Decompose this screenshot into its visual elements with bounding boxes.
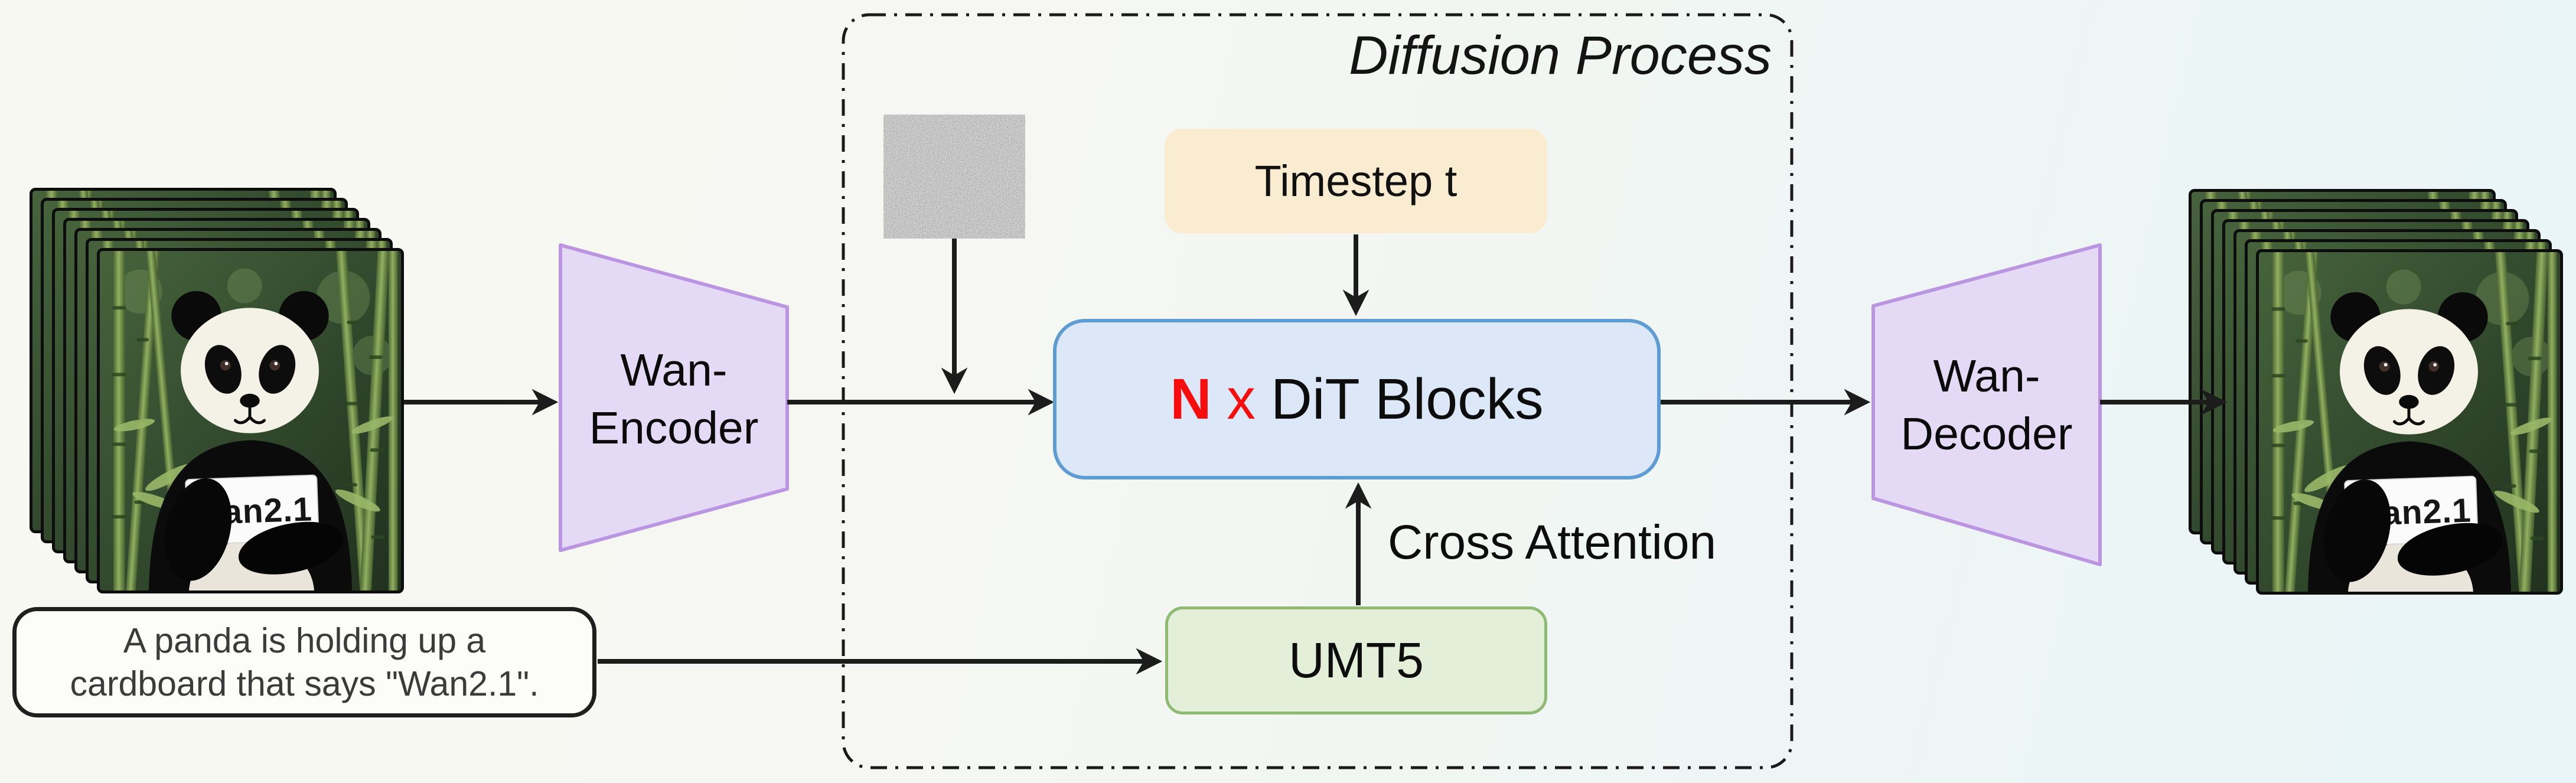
noise-patch [883,115,1025,239]
wan-decoder-shape [1871,243,2102,566]
dit-blocks-box: N x DiT Blocks [1053,319,1661,479]
wan-encoder-line1: Wan- [620,345,728,396]
wan-encoder-line2: Encoder [589,403,759,454]
prompt-line-2: cardboard that says "Wan2.1". [70,664,539,703]
wan-decoder-line2: Decoder [1900,409,2073,459]
wan-decoder-line1: Wan- [1933,351,2040,402]
prompt-text-box: A panda is holding up a cardboard that s… [12,607,596,717]
prompt-line-1: A panda is holding up a [123,621,486,660]
umt5-box: UMT5 [1165,606,1547,715]
dit-blocks-label: DiT Blocks [1270,367,1544,431]
dit-times-symbol: x [1227,367,1256,431]
wan-decoder-label: Wan- Decoder [1873,334,2100,476]
cross-attention-label: Cross Attention [1388,516,1717,569]
timestep-box: Timestep t [1165,129,1547,233]
timestep-label: Timestep t [1254,156,1457,205]
wan-encoder-label: Wan- Encoder [560,328,787,470]
diffusion-process-title: Diffusion Process [1349,25,1772,86]
dit-n-count: N [1170,367,1212,431]
umt5-label: UMT5 [1289,632,1424,688]
wan-encoder-shape [559,243,789,552]
diffusion-process-boundary [842,13,1794,769]
